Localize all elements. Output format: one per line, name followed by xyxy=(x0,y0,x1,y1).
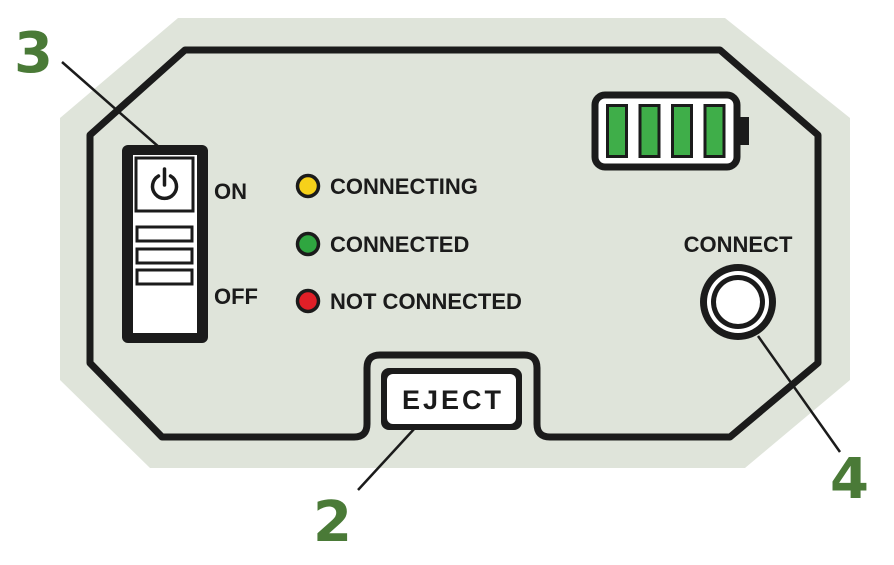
callout-number-connect: 4 xyxy=(830,447,869,512)
battery-bar xyxy=(706,107,723,155)
callout-line-eject xyxy=(357,427,416,491)
callout-line-switch xyxy=(61,61,161,149)
status-indicator-green xyxy=(295,231,321,257)
battery-terminal xyxy=(739,117,749,145)
switch-on-label: ON xyxy=(214,179,247,204)
battery-bar xyxy=(641,107,658,155)
battery-bar xyxy=(674,107,690,155)
battery-bar xyxy=(609,107,625,155)
connect-button[interactable] xyxy=(700,264,776,340)
connect-label: CONNECT xyxy=(684,232,793,257)
eject-label: EJECT xyxy=(402,385,504,415)
switch-ridge xyxy=(135,247,194,265)
switch-ridge xyxy=(135,225,194,243)
switch-off-label: OFF xyxy=(214,284,258,309)
callout-number-eject: 2 xyxy=(313,490,352,555)
status-light-connecting: CONNECTING xyxy=(295,173,478,199)
status-indicator-yellow xyxy=(295,173,321,199)
status-label: CONNECTED xyxy=(330,232,469,257)
switch-ridge xyxy=(135,268,194,286)
power-switch[interactable] xyxy=(122,145,208,343)
callout-number-switch: 3 xyxy=(14,21,53,86)
status-indicator-red xyxy=(295,288,321,314)
battery-icon xyxy=(591,91,749,171)
status-light-connected: CONNECTED xyxy=(295,231,469,257)
panel-outline xyxy=(86,46,822,441)
callout-line-connect xyxy=(756,335,842,453)
eject-button[interactable]: EJECT xyxy=(381,368,522,430)
status-label: NOT CONNECTED xyxy=(330,289,522,314)
power-icon xyxy=(150,167,179,201)
battery-body xyxy=(591,91,741,171)
status-label: CONNECTING xyxy=(330,174,478,199)
status-light-not-connected: NOT CONNECTED xyxy=(295,288,522,314)
